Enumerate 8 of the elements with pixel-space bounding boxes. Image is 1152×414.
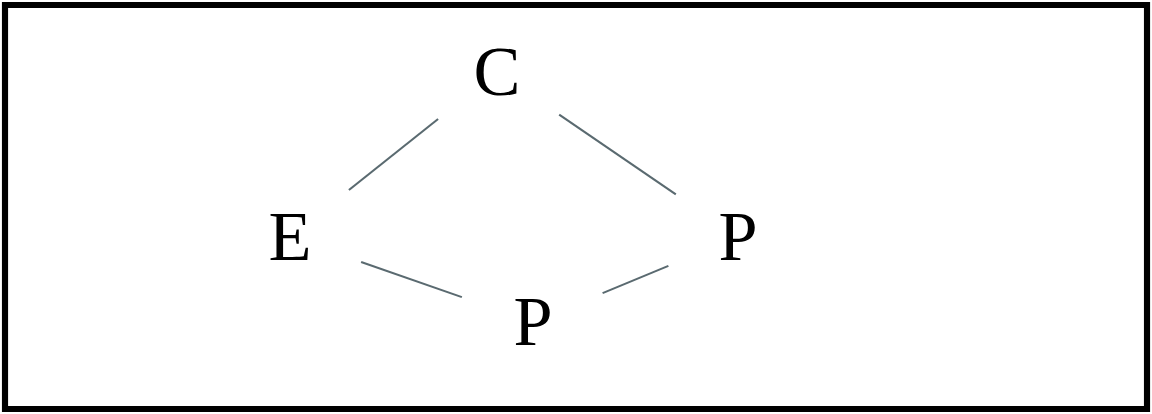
letter-label: P [515,299,550,345]
letter-label: C [476,48,517,96]
connector-line [360,260,463,299]
connector-line [558,113,677,196]
connector-line [348,118,439,191]
letter-label: E [270,214,308,260]
letter-label: P [720,214,755,260]
connector-line [602,264,669,295]
